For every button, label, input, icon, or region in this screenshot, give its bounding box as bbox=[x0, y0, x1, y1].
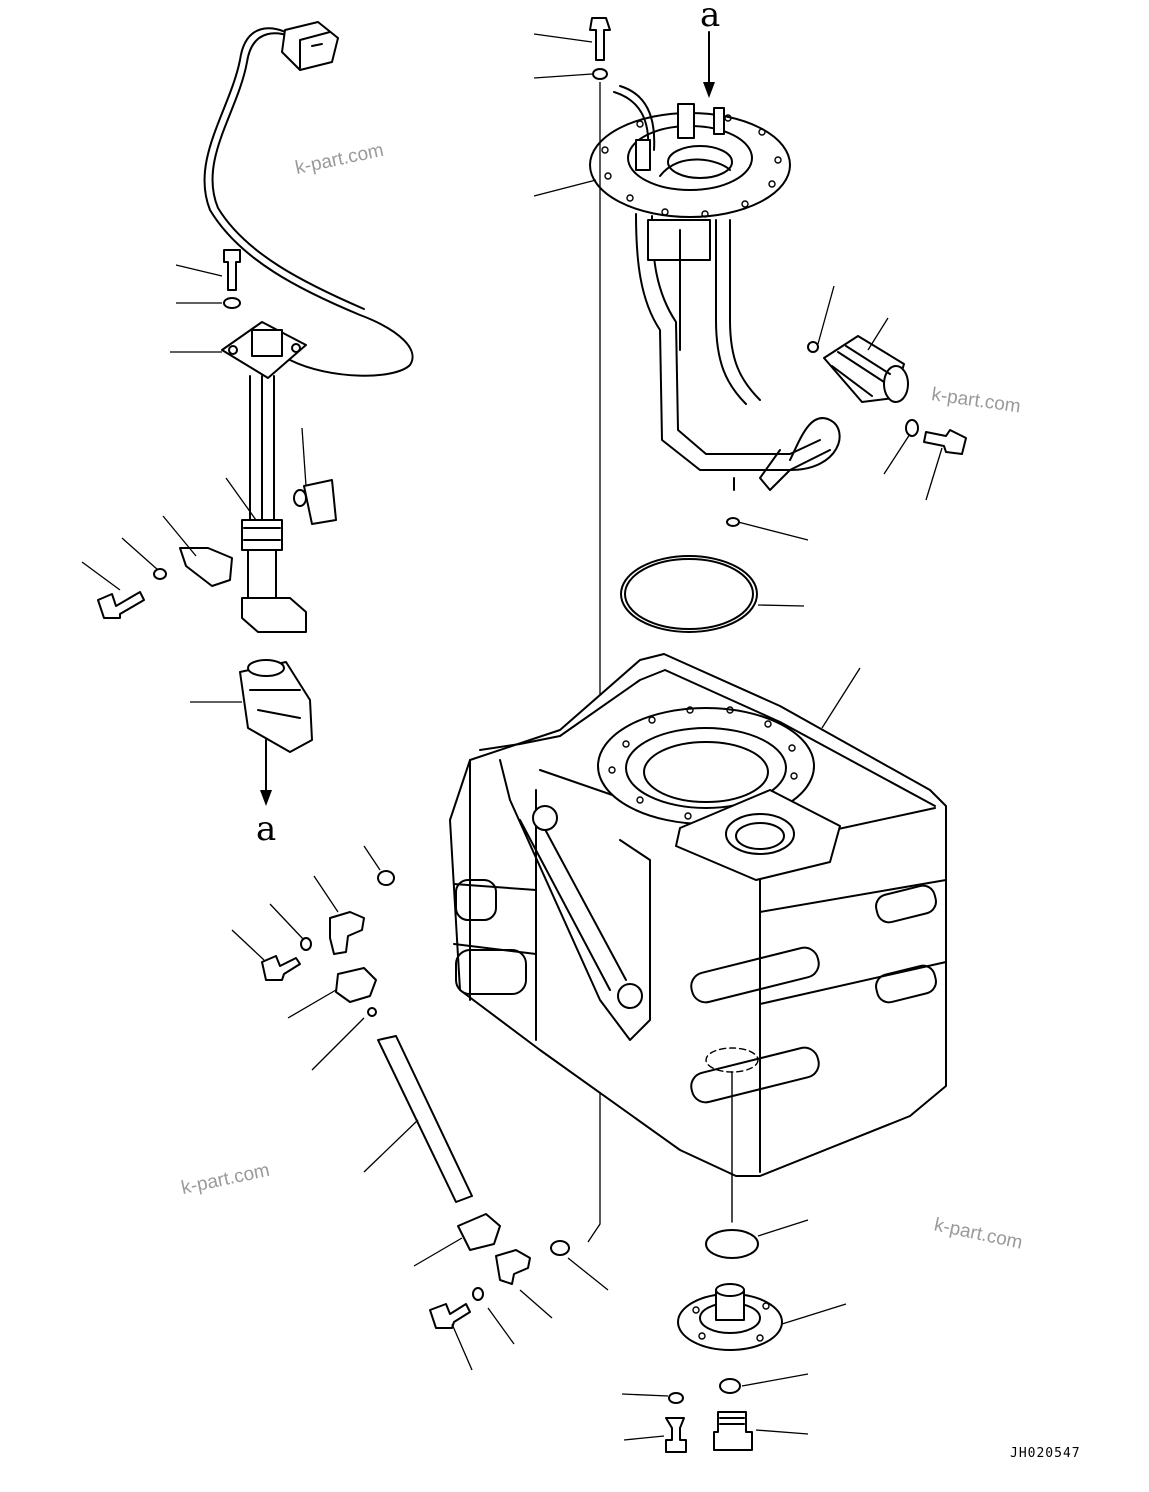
flange-pipe-center bbox=[677, 103, 695, 139]
tank-body bbox=[449, 653, 947, 1177]
sender-bolt bbox=[223, 249, 241, 291]
view-label-lower: a bbox=[256, 809, 276, 849]
sender-harness-wire-edge bbox=[211, 32, 365, 310]
drain-plug bbox=[713, 1411, 753, 1451]
flange-o-ring bbox=[620, 555, 758, 633]
fuel-tank bbox=[449, 653, 947, 1223]
fuel-pump-assembly: a bbox=[533, 0, 967, 1243]
lower-bolt bbox=[429, 1303, 471, 1329]
hose-clamp bbox=[335, 967, 377, 1003]
tank-gauge-port bbox=[532, 805, 558, 831]
breather-hose bbox=[377, 1035, 473, 1203]
sender-side-bolt bbox=[97, 591, 145, 619]
filter-bolt bbox=[923, 429, 967, 455]
sender-lower-module bbox=[239, 661, 313, 753]
fitting-bolt bbox=[261, 955, 301, 981]
drain-o-ring bbox=[719, 1378, 741, 1394]
elbow-fitting bbox=[329, 911, 365, 955]
lower-hose-clamp bbox=[457, 1213, 501, 1251]
view-label-upper: a bbox=[700, 0, 720, 35]
drain-washer bbox=[668, 1392, 684, 1404]
drawing-code: JH020547 bbox=[1010, 1446, 1081, 1461]
sender-bracket bbox=[303, 479, 337, 525]
pump-bottom-plug bbox=[726, 517, 740, 527]
drain-gasket bbox=[705, 1229, 759, 1259]
sender-side-washer bbox=[153, 568, 167, 580]
fitting-washer bbox=[300, 937, 312, 951]
sender-flange-body bbox=[251, 329, 283, 357]
bottom-fittings bbox=[413, 1213, 847, 1453]
sender-float-base bbox=[241, 597, 307, 633]
tank-reliefs bbox=[453, 879, 947, 1104]
tank-opening-bolts bbox=[608, 706, 798, 820]
lower-o-ring bbox=[550, 1240, 570, 1256]
flange-bolt bbox=[589, 17, 611, 61]
fuel-level-sender-unit: a bbox=[81, 21, 414, 849]
sender-harness-wire bbox=[203, 27, 414, 377]
strainer-filter bbox=[807, 335, 909, 403]
drain-bolt bbox=[665, 1417, 687, 1453]
flange-washer bbox=[592, 68, 608, 80]
fitting-o-ring bbox=[377, 870, 395, 886]
sender-washer bbox=[223, 297, 241, 309]
sender-clip bbox=[179, 547, 233, 587]
lower-washer bbox=[472, 1287, 484, 1301]
sender-collar bbox=[241, 519, 283, 551]
lower-elbow bbox=[495, 1249, 531, 1285]
sender-connector bbox=[281, 21, 339, 71]
left-fittings bbox=[231, 845, 473, 1203]
filter-washer bbox=[905, 419, 919, 437]
